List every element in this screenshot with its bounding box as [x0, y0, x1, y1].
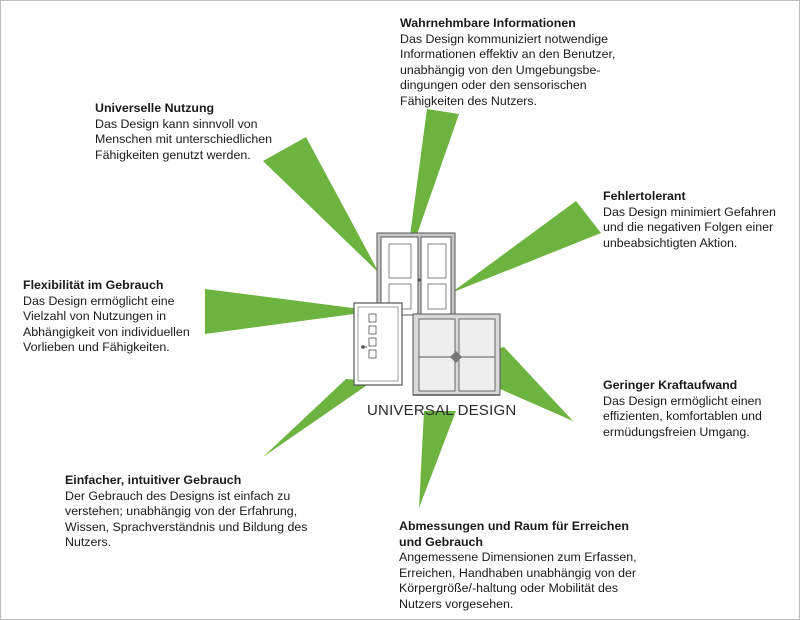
principle-text: Das Design ermöglicht eine Vielzahl von … — [23, 293, 190, 355]
principle-title: Flexibilität im Gebrauch — [23, 278, 164, 292]
principle-universelle: Universelle Nutzung Das Design kann sinn… — [95, 101, 272, 163]
principle-wahrnehmbare: Wahrnehmbare Informationen Das Design ko… — [400, 16, 615, 110]
ray-wahrnehmbare — [406, 109, 459, 266]
principle-kraftaufwand: Geringer Kraftaufwand Das Design ermögli… — [603, 378, 762, 440]
ray-fehlertolerant — [451, 201, 601, 293]
principle-title: Wahrnehmbare Informationen — [400, 16, 576, 30]
principle-title: Universelle Nutzung — [95, 101, 215, 115]
center-label: UNIVERSAL DESIGN — [367, 402, 517, 419]
glass-double-door — [412, 313, 501, 396]
principle-title: Abmessungen und Raum für Erreichen und G… — [399, 519, 629, 549]
principle-title: Einfacher, intuitiver Gebrauch — [65, 473, 242, 487]
principle-text: Der Gebrauch des Designs ist einfach zu … — [65, 488, 308, 550]
ray-universelle — [263, 137, 379, 273]
ray-flexibilitaet — [205, 289, 376, 334]
front-single-door — [353, 302, 403, 386]
principle-abmessungen: Abmessungen und Raum für Erreichen und G… — [399, 519, 637, 613]
principle-text: Angemessene Dimensionen zum Erfassen, Er… — [399, 550, 637, 611]
principle-text: Das Design ermöglicht einen effizienten,… — [603, 393, 762, 439]
principle-text: Das Design minimiert Gefahren und die ne… — [603, 204, 776, 250]
principle-title: Geringer Kraftaufwand — [603, 378, 738, 392]
principle-flexibilitaet: Flexibilität im Gebrauch Das Design ermö… — [23, 278, 190, 356]
ray-abmessungen — [419, 411, 456, 508]
principle-fehlertolerant: Fehlertolerant Das Design minimiert Gefa… — [603, 189, 776, 251]
principle-title: Fehlertolerant — [603, 189, 686, 203]
principle-text: Das Design kann sinnvoll von Menschen mi… — [95, 116, 273, 162]
principle-text: Das Design kommuniziert notwendige Infor… — [400, 31, 616, 108]
principle-intuitiv: Einfacher, intuitiver Gebrauch Der Gebra… — [65, 473, 307, 551]
ray-intuitiv — [263, 379, 373, 457]
